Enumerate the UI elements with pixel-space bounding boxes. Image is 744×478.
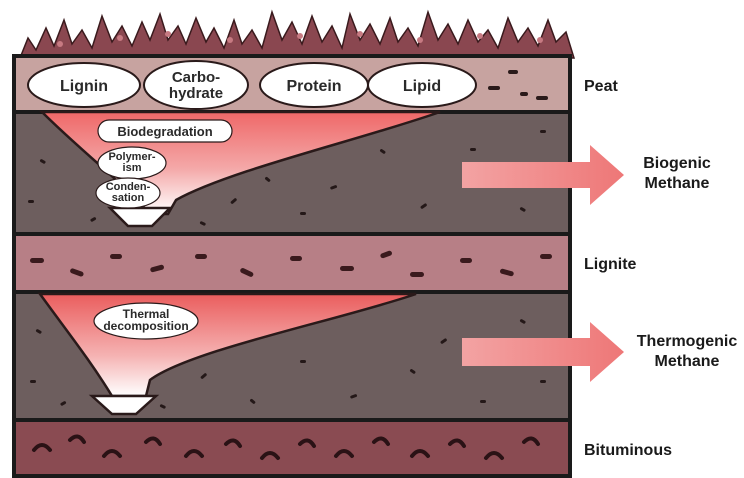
process-polymerism: Polymer-ism [98, 147, 166, 179]
component-label: Lipid [403, 78, 441, 95]
vegetation-layer [20, 12, 574, 58]
component-label: Carbo-hydrate [169, 69, 223, 102]
component-label: Protein [286, 78, 341, 95]
component-label: Lignin [60, 78, 108, 95]
process-condensation: Conden-sation [96, 178, 160, 208]
component-lignin: Lignin [28, 63, 140, 107]
component-protein: Protein [260, 63, 368, 107]
process-label: Conden-sation [106, 181, 151, 204]
layer-label-peat: Peat [584, 78, 618, 95]
lignite-layer [14, 234, 570, 292]
component-carbohydrate: Carbo-hydrate [144, 61, 248, 109]
component-lipid: Lipid [368, 63, 476, 107]
plant-clump [20, 12, 574, 58]
process-biodegradation: Biodegradation [98, 120, 232, 142]
layer-label-bituminous: Bituminous [584, 442, 672, 459]
bituminous-layer [14, 420, 570, 476]
layer-label-lignite: Lignite [584, 256, 637, 273]
process-label: Biodegradation [117, 124, 212, 139]
